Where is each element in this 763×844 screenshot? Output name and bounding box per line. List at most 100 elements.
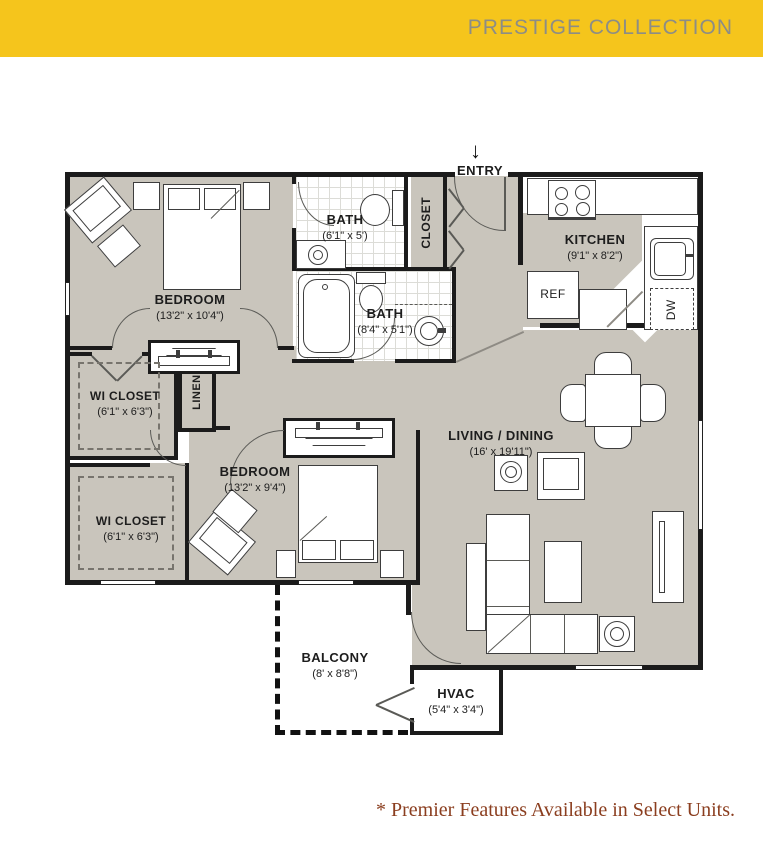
wall (395, 359, 456, 363)
counter-dashed-line (395, 304, 452, 305)
pillow (340, 540, 374, 560)
dishwasher (650, 288, 694, 330)
room-dims: (6'1" x 6'3") (97, 405, 153, 418)
wall (292, 359, 354, 363)
wall (65, 172, 70, 585)
wall (406, 585, 411, 615)
faucet (438, 328, 446, 333)
sofa-cushion-line (530, 615, 531, 653)
stove-front (548, 217, 596, 220)
wall (416, 430, 420, 581)
sofa-cushion-line (564, 615, 565, 653)
toilet-tank (356, 272, 386, 284)
dresser-knob (208, 350, 212, 358)
collection-title: PRESTIGE COLLECTION (467, 16, 733, 39)
room-name: WI CLOSET (89, 389, 161, 403)
bath2-label: BATH (8'4" x 5'1") (345, 306, 425, 337)
window (298, 580, 354, 585)
entry-label: ENTRY (456, 163, 504, 178)
room-name: BEDROOM (154, 292, 226, 307)
toilet-bowl (359, 285, 383, 313)
bath1-label: BATH (6'1" x 5') (305, 212, 385, 243)
wall (216, 426, 230, 430)
wall (65, 456, 178, 460)
room-name: BALCONY (301, 650, 369, 665)
dresser-knob (176, 350, 180, 358)
room-name: KITCHEN (564, 232, 626, 247)
wi-closet1-label: WI CLOSET (6'1" x 6'3") (65, 389, 185, 419)
pillow (168, 188, 200, 210)
wall (178, 350, 182, 432)
sofa-side-table (466, 543, 486, 631)
room-name: BATH (326, 212, 364, 227)
linen-label: LINEN (190, 374, 203, 410)
entry-closet-label: CLOSET (419, 196, 434, 249)
dishwasher-label: DW (664, 299, 679, 321)
stove (548, 180, 596, 220)
chair-cushion (543, 458, 579, 490)
wall (185, 463, 189, 580)
wall (508, 172, 703, 177)
wall (410, 718, 414, 735)
room-dims: (16' x 19'11") (469, 445, 533, 458)
dining-table (585, 374, 641, 427)
wall (65, 172, 455, 177)
wall (65, 580, 420, 585)
burner (576, 202, 590, 216)
closet-shelving (78, 476, 174, 570)
room-dims: (13'2" x 10'4") (156, 309, 224, 322)
room-dims: (6'1" x 5') (322, 229, 368, 242)
tv (659, 521, 665, 593)
dresser (158, 356, 230, 366)
dresser-mirror (166, 348, 222, 356)
hvac-label: HVAC (5'4" x 3'4") (406, 686, 506, 717)
nightstand (276, 550, 296, 578)
faucet (686, 254, 694, 257)
wall (410, 665, 703, 670)
hvac-area (413, 670, 501, 733)
lamp (505, 466, 517, 478)
wall (292, 172, 296, 184)
wall (278, 346, 294, 350)
sectional-sofa (486, 614, 598, 654)
window (698, 420, 703, 530)
room-dims: (8'4" x 5'1") (357, 323, 413, 336)
refrigerator-label: REF (540, 287, 566, 301)
pillow (302, 540, 336, 560)
balcony-label: BALCONY (8' x 8'8") (275, 650, 395, 681)
bedroom1-label: BEDROOM (13'2" x 10'4") (120, 292, 260, 323)
room-name: HVAC (437, 686, 475, 701)
dresser (295, 428, 383, 438)
dresser-mirror (305, 438, 373, 446)
wall (410, 731, 503, 735)
dresser-knob (356, 422, 360, 430)
room-dims: (13'2" x 9'4") (224, 481, 286, 494)
entry-arrow-icon: ↓ (470, 138, 481, 163)
wall (404, 172, 408, 271)
kitchen-label: KITCHEN (9'1" x 8'2") (545, 232, 645, 263)
room-dims: (6'1" x 6'3") (103, 530, 159, 543)
dining-chair (560, 384, 586, 422)
nightstand (380, 550, 404, 578)
premier-features-note: * Premier Features Available in Select U… (376, 799, 735, 821)
room-name: BATH (366, 306, 404, 321)
kitchen-counter (579, 289, 627, 330)
window (575, 665, 643, 670)
wi-closet2-label: WI CLOSET (6'1" x 6'3") (71, 514, 191, 544)
burner (555, 203, 568, 216)
wall (65, 352, 92, 356)
collection-banner (0, 0, 763, 57)
room-name: WI CLOSET (95, 514, 167, 528)
nightstand (243, 182, 270, 210)
toilet-tank (392, 190, 404, 226)
window (100, 580, 156, 585)
sink-basin (654, 242, 686, 276)
door-leaf (504, 177, 506, 231)
window (65, 282, 70, 316)
sofa-cushion-line (487, 560, 529, 561)
refrigerator (527, 271, 579, 319)
lamp (610, 627, 624, 641)
dining-chair (640, 384, 666, 422)
dresser-knob (316, 422, 320, 430)
dining-chair (594, 352, 632, 378)
